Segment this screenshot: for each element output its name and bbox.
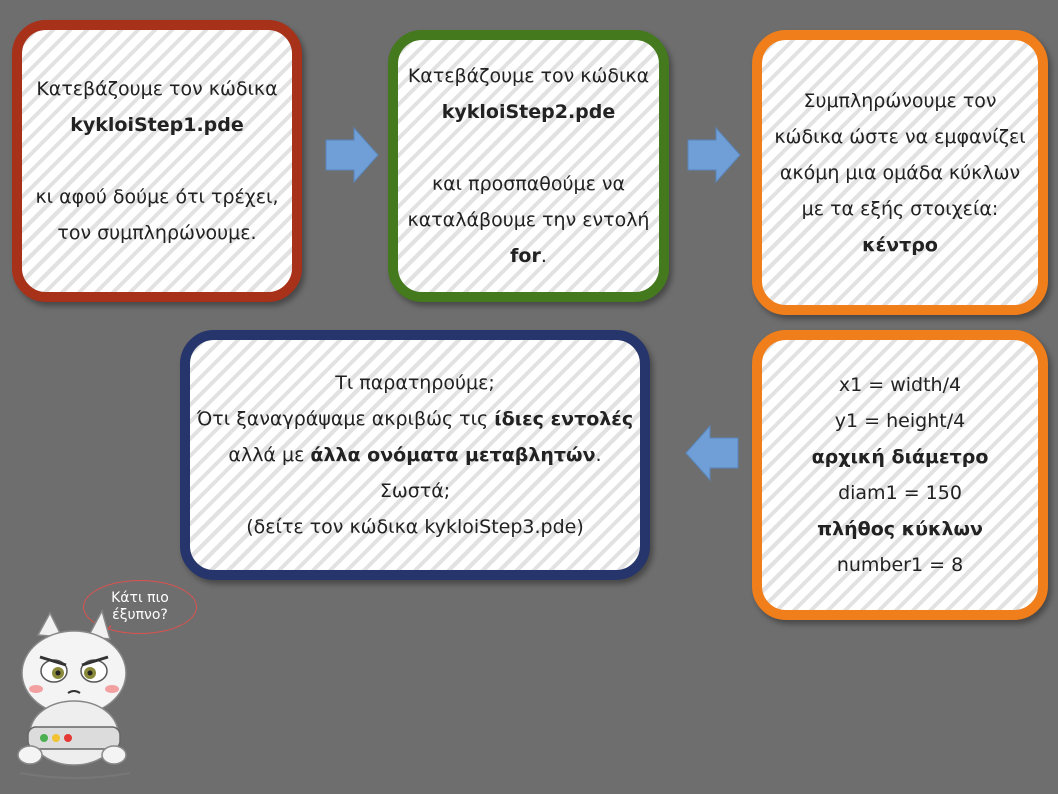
left-arrow-icon xyxy=(685,424,739,482)
step4-line6: number1 = 8 xyxy=(836,554,964,576)
step1-line4: τον συμπληρώνουμε. xyxy=(57,222,257,244)
bubble-line1: Κάτι πιο xyxy=(111,590,169,606)
step5-other-names: άλλα ονόματα μεταβλητών xyxy=(310,444,596,466)
step4-diameter-label: αρχική διάμετρο xyxy=(811,446,989,468)
step5-same-commands: ίδιες εντολές xyxy=(494,408,634,430)
step3-line3: ακόμη μια ομάδα κύκλων xyxy=(779,161,1021,184)
step5-line5: (δείτε τον κώδικα kykloiStep3.pde) xyxy=(246,516,584,538)
step1-line3: κι αφού δούμε ότι τρέχει, xyxy=(35,186,279,208)
step4-line2: y1 = height/4 xyxy=(834,410,966,432)
right-arrow-icon xyxy=(687,126,741,184)
step3-center-label: κέντρο xyxy=(862,233,938,256)
step3-line1: Συμπληρώνουμε τον xyxy=(803,89,997,112)
step1-box: Κατεβάζουμε τον κώδικα kykloiStep1.pde κ… xyxy=(12,20,302,302)
step1-line1: Κατεβάζουμε τον κώδικα xyxy=(36,78,278,100)
step2-line5: for. xyxy=(510,238,547,274)
step4-line4: diam1 = 150 xyxy=(838,482,962,504)
step4-box: x1 = width/4 y1 = height/4 αρχική διάμετ… xyxy=(752,330,1048,620)
step5-line3: αλλά με άλλα ονόματα μεταβλητών. xyxy=(228,437,601,473)
step5-line2: Ότι ξαναγράψαμε ακριβώς τις ίδιες εντολέ… xyxy=(197,401,633,437)
step5-box: Τι παρατηρούμε; Ότι ξαναγράψαμε ακριβώς … xyxy=(180,330,650,580)
step5-line4: Σωστά; xyxy=(379,480,451,502)
step2-filename: kykloiStep2.pde xyxy=(441,101,616,123)
step1-filename: kykloiStep1.pde xyxy=(70,114,244,136)
right-arrow-icon xyxy=(325,126,379,184)
step3-line4: με τα εξής στοιχεία: xyxy=(801,197,999,220)
step4-line1: x1 = width/4 xyxy=(838,374,962,396)
step5-line3-pre: αλλά με xyxy=(228,444,311,466)
step4-count-label: πλήθος κύκλων xyxy=(817,518,983,540)
step2-line1: Κατεβάζουμε τον κώδικα xyxy=(407,65,650,87)
step2-line4: καταλάβουμε την εντολή xyxy=(407,209,650,231)
step5-line3-tail: . xyxy=(595,444,602,466)
step5-line2-pre: Ότι ξαναγράψαμε ακριβώς τις xyxy=(196,408,495,430)
bubble-line2: έξυπνο? xyxy=(112,607,168,623)
grumpy-cat-mascot-icon xyxy=(17,609,131,779)
step2-line3: και προσπαθούμε να xyxy=(431,173,626,195)
step5-line1: Τι παρατηρούμε; xyxy=(335,372,495,394)
for-keyword: for xyxy=(510,245,541,267)
step2-line5-tail: . xyxy=(540,245,547,267)
step3-line2: κώδικα ώστε να εμφανίζει xyxy=(774,125,1026,148)
step3-box: Συμπληρώνουμε τον κώδικα ώστε να εμφανίζ… xyxy=(752,30,1048,315)
step2-box: Κατεβάζουμε τον κώδικα kykloiStep2.pde κ… xyxy=(388,30,669,302)
